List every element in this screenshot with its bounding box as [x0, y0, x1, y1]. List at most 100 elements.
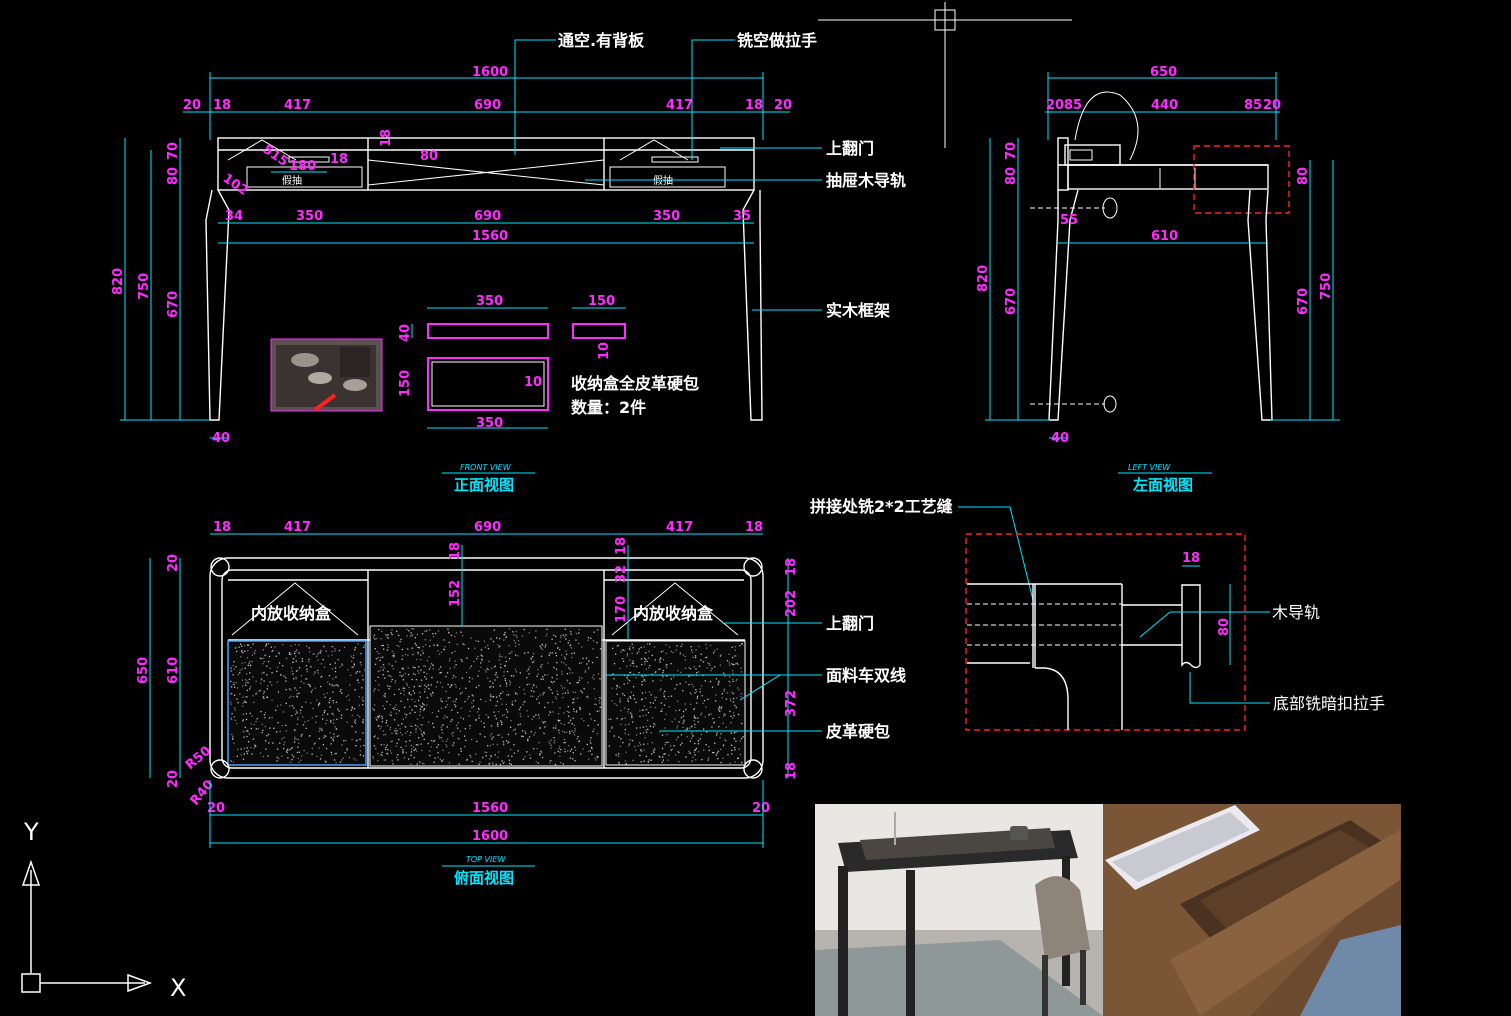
dim-top-20a: 20 [166, 554, 181, 572]
front-view-title-cn: 正面视图 [454, 476, 514, 494]
dim-top-v18a: 18 [448, 542, 463, 560]
axis-y-label: Y [23, 818, 39, 846]
left-view-title: LEFT VIEW 左面视图 [1118, 463, 1212, 494]
dim-top-1560: 1560 [472, 801, 508, 816]
dim-front-total: 1600 [472, 65, 508, 80]
dim-top-650: 650 [136, 657, 151, 684]
dim-front-690: 690 [474, 98, 501, 113]
label-pinjie: 拼接处铣2*2工艺缝 [810, 497, 953, 516]
svg-text:TOP VIEW: TOP VIEW [466, 855, 506, 864]
dim-top-r18a: 18 [784, 558, 799, 576]
dim-top-610: 610 [166, 657, 181, 684]
dim-box-350b: 350 [476, 416, 503, 431]
dim-detail-80: 80 [1217, 618, 1232, 636]
fake-drawer-left: 假抽 [282, 174, 302, 187]
dim-front-417a: 417 [284, 98, 311, 113]
dim-front-w80: 80 [420, 149, 438, 164]
leather-panel [227, 625, 746, 767]
dim-left-80: 80 [1004, 167, 1019, 185]
label-shounahe: 收纳盒全皮革硬包 [571, 374, 699, 393]
label-shangfanmen: 上翻门 [826, 139, 874, 158]
label-neifang-left: 内放收纳盒 [251, 604, 332, 623]
dim-front-1560: 1560 [472, 229, 508, 244]
dim-left-670b: 670 [1296, 288, 1311, 315]
dim-top-v18b: 18 [614, 537, 629, 555]
left-view: 650 20 85 440 85 20 55 610 820 70 80 670 [976, 65, 1340, 494]
svg-text:LEFT VIEW: LEFT VIEW [1128, 463, 1171, 472]
top-view-title-cn: 俯面视图 [454, 869, 514, 887]
dim-top-r372: 372 [784, 690, 799, 717]
dim-top-r18b: 18 [784, 762, 799, 780]
dim-left-440: 440 [1151, 98, 1178, 113]
dim-front-350b: 350 [653, 209, 680, 224]
dim-front-20a: 20 [183, 98, 201, 113]
label-neifang-right: 内放收纳盒 [633, 604, 714, 623]
dim-front-34: 34 [225, 209, 243, 224]
dim-front-r515: 515 [260, 142, 291, 170]
reference-photo-drawer [1103, 804, 1401, 1016]
dim-front-20b: 20 [774, 98, 792, 113]
dim-left-20b: 20 [1263, 98, 1281, 113]
dim-left-total: 650 [1150, 65, 1177, 80]
dim-left-70: 70 [1004, 142, 1019, 160]
dim-detail-18: 18 [1182, 551, 1200, 566]
dim-front-80: 80 [166, 167, 181, 185]
dim-top-20d: 20 [752, 801, 770, 816]
dim-box-350a: 350 [476, 294, 503, 309]
dim-box-150h: 150 [398, 370, 413, 397]
dim-top-18a: 18 [213, 520, 231, 535]
dim-top-690: 690 [474, 520, 501, 535]
dim-box-10w: 10 [524, 375, 542, 390]
dim-front-18a: 18 [213, 98, 231, 113]
dim-top-20b: 20 [166, 770, 181, 788]
dim-box-10: 10 [597, 342, 612, 360]
dim-front-18b: 18 [745, 98, 763, 113]
dim-front-70: 70 [166, 142, 181, 160]
dim-left-85a: 85 [1064, 98, 1082, 113]
dim-top-v32: 32 [614, 565, 629, 583]
dim-left-610: 610 [1151, 229, 1178, 244]
dim-front-40: 40 [212, 431, 230, 446]
dim-top-1600: 1600 [472, 829, 508, 844]
crosshair-cursor [818, 2, 1072, 148]
dim-front-35: 35 [733, 209, 751, 224]
reference-photo-desk [815, 804, 1103, 1016]
dim-top-20c: 20 [207, 801, 225, 816]
dim-left-55: 55 [1060, 213, 1078, 228]
dim-front-18c: 18 [330, 152, 348, 167]
label-shuliang: 数量：2件 [571, 398, 646, 417]
storage-box-drawing: 350 40 150 10 150 10 350 收纳盒全皮革硬包 数量：2件 [398, 294, 699, 431]
dim-top-417b: 417 [666, 520, 693, 535]
label-pige: 皮革硬包 [825, 722, 890, 741]
label-mu-daogui: 木导轨 [1272, 603, 1320, 622]
label-dibu-lashou: 底部铣暗扣拉手 [1273, 694, 1385, 713]
dim-front-350a: 350 [296, 209, 323, 224]
label-mianliao: 面料车双线 [826, 666, 906, 685]
storage-box-photo [270, 338, 383, 412]
dim-front-r102: 102 [220, 171, 251, 199]
dim-front-750: 750 [137, 273, 152, 300]
label-shangfanmen-2: 上翻门 [826, 614, 874, 633]
dim-front-180: 180 [289, 159, 316, 174]
front-view: 1600 20 18 417 690 417 18 20 假抽 假抽 515 1… [111, 31, 906, 494]
label-shimu-kuangjia: 实木框架 [826, 301, 890, 320]
detail-view: 拼接处铣2*2工艺缝 18 80 木导轨 底部铣暗扣拉手 [810, 497, 1385, 731]
dim-front-670: 670 [166, 291, 181, 318]
dim-top-417a: 417 [284, 520, 311, 535]
dim-front-417b: 417 [666, 98, 693, 113]
dim-top-v152: 152 [448, 580, 463, 607]
dim-left-820: 820 [976, 265, 991, 292]
dim-left-750: 750 [1319, 273, 1334, 300]
dim-left-670: 670 [1004, 288, 1019, 315]
dim-left-40: 40 [1051, 431, 1069, 446]
left-view-title-cn: 左面视图 [1132, 476, 1193, 494]
dim-front-h18: 18 [379, 129, 394, 147]
dim-top-r202: 202 [784, 590, 799, 617]
dim-front-820: 820 [111, 268, 126, 295]
dim-box-40: 40 [398, 324, 413, 342]
detail-box [965, 533, 1246, 731]
label-chouti-daogui: 抽屉木导轨 [826, 171, 906, 190]
ucs-axis-icon: Y X [21, 818, 186, 1002]
label-tongkong: 通空.有背板 [558, 31, 645, 50]
